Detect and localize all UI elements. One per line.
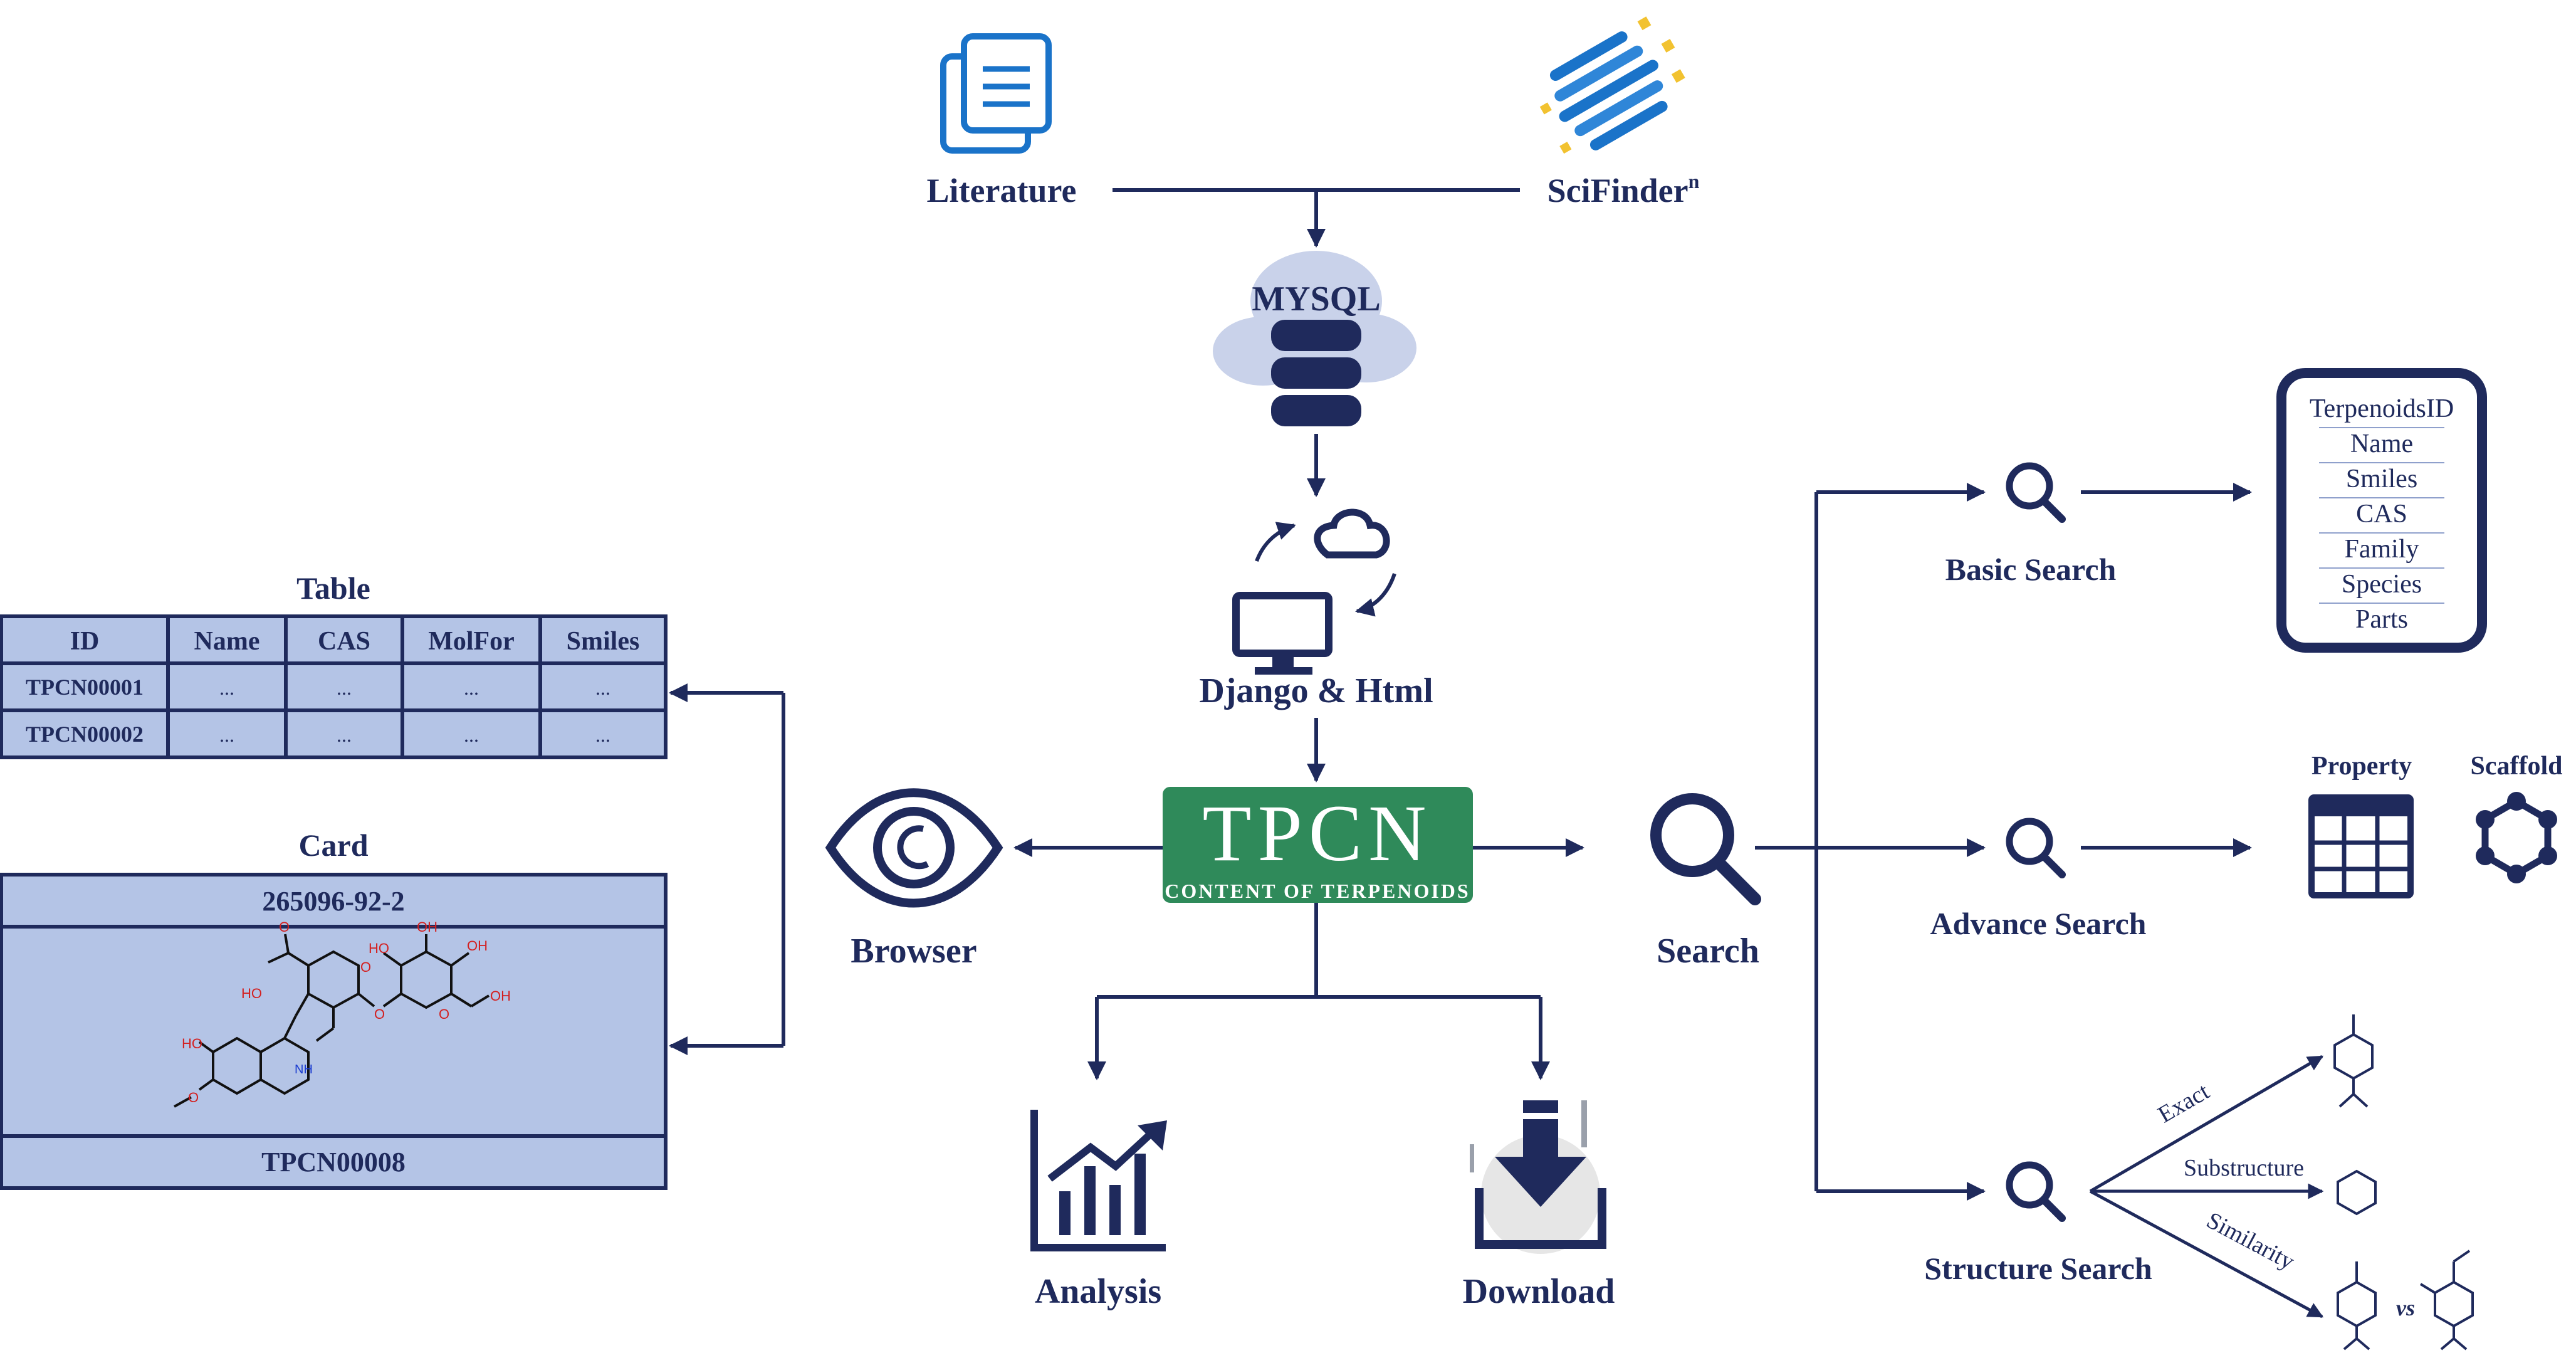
analysis-label: Analysis [1035, 1272, 1161, 1311]
molecule-structure [174, 934, 490, 1108]
table-view: ID Name CAS MolFor Smiles TPCN00001 ... … [0, 614, 668, 759]
table-cell: ... [219, 724, 234, 746]
field-smiles: Smiles [2346, 465, 2417, 493]
table-cell: ... [595, 724, 610, 746]
tpcn-logo: TPCN CONTENT OF TERPENOIDS [1163, 787, 1473, 903]
web-framework-icon [1232, 508, 1396, 675]
exact-structure-icon [2333, 1014, 2374, 1108]
card-view: 265096-92-2 TPCN00008 [0, 873, 668, 1190]
search-label: Search [1657, 932, 1759, 971]
table-header-id: ID [70, 627, 100, 656]
atom-label: NH [295, 1063, 313, 1077]
basic-search-fields-box: TerpenoidsID Name Smiles CAS Family Spec… [2276, 368, 2487, 653]
basic-search-icon [2006, 462, 2066, 523]
atom-label: OH [417, 919, 437, 935]
vs-label: vs [2396, 1295, 2415, 1320]
django-label: Django & Html [1199, 671, 1433, 710]
substructure-icon [2337, 1169, 2377, 1216]
field-name: Name [2350, 429, 2413, 458]
table-header-name: Name [194, 627, 260, 656]
table-header-cas: CAS [318, 627, 370, 656]
table-cell: TPCN00002 [26, 722, 144, 747]
table-cell: ... [337, 724, 352, 746]
card-cas: 265096-92-2 [262, 886, 404, 917]
tpcn-logo-name: TPCN [1202, 789, 1432, 878]
similarity-compare-structure-icon [2419, 1250, 2474, 1350]
field-species: Species [2342, 570, 2422, 599]
similarity-mode-label: Similarity [2202, 1207, 2299, 1275]
table-cell: TPCN00001 [26, 675, 144, 700]
tpcn-logo-tagline: CONTENT OF TERPENOIDS [1165, 880, 1470, 902]
table-header-molfor: MolFor [428, 627, 515, 656]
literature-icon [940, 33, 1052, 154]
table-cell: ... [337, 676, 352, 699]
exact-mode-label: Exact [2154, 1078, 2214, 1129]
download-icon [1470, 1100, 1606, 1254]
similarity-structure-icon [2337, 1261, 2377, 1350]
table-view-title: Table [296, 571, 370, 606]
atom-label: O [188, 1090, 199, 1105]
atom-label: OH [490, 988, 511, 1004]
atom-label: HO [182, 1036, 202, 1051]
advance-search-icon [2006, 818, 2066, 878]
download-label: Download [1463, 1272, 1615, 1311]
atom-label: O [374, 1006, 385, 1022]
scaffold-icon [2476, 792, 2557, 883]
field-cas: CAS [2356, 500, 2407, 529]
field-parts: Parts [2355, 605, 2408, 634]
atom-label: HO [369, 940, 389, 956]
atom-label: OH [467, 938, 488, 954]
property-table-icon [2308, 794, 2414, 898]
arrow-exact [2089, 1055, 2324, 1193]
table-cell: ... [464, 724, 479, 746]
database-cloud-icon [1213, 251, 1416, 426]
table-cell: ... [219, 676, 234, 699]
scaffold-label: Scaffold [2471, 752, 2563, 781]
scifinder-label: SciFindern [1547, 170, 1700, 209]
atom-label: O [360, 959, 371, 975]
browser-label: Browser [851, 932, 976, 971]
structure-search-label: Structure Search [1924, 1251, 2152, 1286]
advance-search-label: Advance Search [1930, 906, 2147, 941]
search-icon [1650, 793, 1761, 905]
eye-icon [825, 788, 1003, 908]
substructure-mode-label: Substructure [2184, 1155, 2304, 1181]
card-view-title: Card [298, 828, 368, 863]
mysql-label: MYSQL [1252, 280, 1380, 319]
field-family: Family [2344, 535, 2419, 564]
structure-search-icon [2006, 1161, 2066, 1222]
table-cell: ... [464, 676, 479, 699]
field-terpenoids-id: TerpenoidsID [2310, 394, 2454, 423]
atom-label: HO [241, 986, 262, 1001]
atom-label: O [439, 1006, 449, 1022]
literature-label: Literature [927, 172, 1077, 209]
atom-label: O [279, 919, 290, 935]
arrow-similarity [2089, 1189, 2324, 1319]
basic-search-label: Basic Search [1945, 552, 2117, 587]
table-cell: ... [595, 676, 610, 699]
card-id: TPCN00008 [261, 1147, 406, 1177]
scifinder-icon [1539, 16, 1685, 154]
property-label: Property [2312, 752, 2412, 781]
table-header-smiles: Smiles [567, 627, 640, 656]
analysis-chart-icon [1030, 1110, 1167, 1251]
